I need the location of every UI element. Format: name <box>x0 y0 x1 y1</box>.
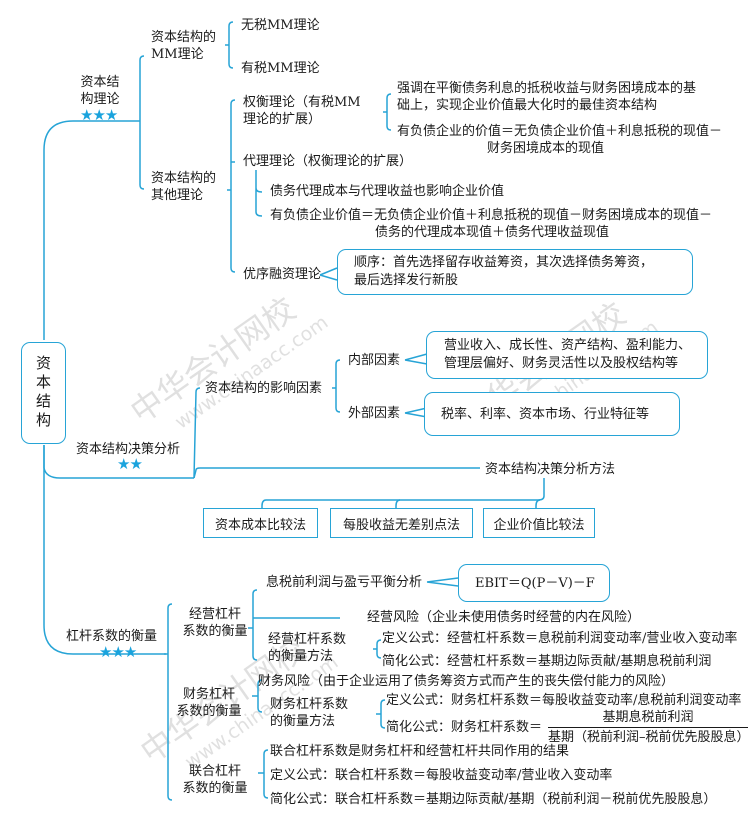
tradeoff-theory-node[interactable]: 权衡理论（有税MM 理论的扩展） <box>243 95 361 127</box>
operating-risk: 经营风险（企业未使用债务时经营的内在风险） <box>367 610 641 625</box>
mm-with-tax[interactable]: 有税MM理论 <box>241 61 320 76</box>
agency-theory-node[interactable]: 代理理论（权衡理论的扩展） <box>243 154 413 169</box>
financial-def-formula: 定义公式：财务杠杆系数＝每股收益变动率/息税前利润变动率 <box>386 693 742 708</box>
tradeoff-point-2: 有负债企业的价值＝无负债企业价值＋利息抵税的现值－ 财务困境成本的现值 <box>397 124 723 156</box>
external-factors-node[interactable]: 外部因素 <box>348 406 401 421</box>
operating-method-node[interactable]: 经营杠杆系数 的衡量方法 <box>268 632 347 664</box>
operating-simple-formula: 简化公式：经营杠杆系数＝基期边际贡献/基期息税前利润 <box>382 654 712 669</box>
theory-node[interactable]: 资本结 构理论 <box>80 75 120 107</box>
leverage-node[interactable]: 杠杆系数的衡量 <box>66 629 158 644</box>
financial-method-node[interactable]: 财务杠杆系数 的衡量方法 <box>270 697 349 729</box>
method-capital-cost[interactable]: 资本成本比较法 <box>203 508 318 538</box>
internal-factors-node[interactable]: 内部因素 <box>348 353 401 368</box>
star-rating-icon: ★★ <box>117 455 143 473</box>
pecking-order-node[interactable]: 优序融资理论 <box>243 267 322 282</box>
tradeoff-point-1: 强调在平衡债务利息的抵税收益与财务困境成本的基 础上，实现企业价值最大化时的最佳… <box>397 81 697 113</box>
operating-def-formula: 定义公式：经营杠杆系数＝息税前利润变动率/营业收入变动率 <box>382 631 738 646</box>
financial-simple-prefix: 简化公式：财务杠杆系数＝ <box>386 720 543 735</box>
combined-point-1: 联合杠杆系数是财务杠杆和经营杠杆共同作用的结果 <box>270 744 570 759</box>
factors-node[interactable]: 资本结构的影响因素 <box>205 381 323 396</box>
methods-node[interactable]: 资本结构决策分析方法 <box>485 462 616 477</box>
combined-def-formula: 定义公式：联合杠杆系数＝每股收益变动率/营业收入变动率 <box>270 768 613 783</box>
other-theories-node[interactable]: 资本结构的 其他理论 <box>151 171 217 203</box>
decision-node[interactable]: 资本结构决策分析 <box>76 442 181 457</box>
ebit-formula-box: EBIT＝Q(P－V)－F <box>458 564 610 602</box>
operating-leverage-node[interactable]: 经营杠杆 系数的衡量 <box>182 607 248 639</box>
mm-theory-node[interactable]: 资本结构的 MM理论 <box>151 30 217 62</box>
method-eps-indifference[interactable]: 每股收益无差别点法 <box>330 508 473 538</box>
star-rating-icon: ★★★ <box>80 106 118 124</box>
financial-leverage-node[interactable]: 财务杠杆 系数的衡量 <box>176 687 242 719</box>
combined-leverage-node[interactable]: 联合杠杆 系数的衡量 <box>182 764 248 796</box>
financial-risk: 财务风险（由于企业运用了债务筹资方式而产生的丧失偿付能力的风险） <box>258 674 675 689</box>
external-factors-box: 税率、利率、资本市场、行业特征等 <box>424 392 680 436</box>
mm-no-tax[interactable]: 无税MM理论 <box>241 18 320 33</box>
internal-factors-box: 营业收入、成长性、资产结构、盈利能力、 管理层偏好、财务灵活性以及股权结构等 <box>426 331 708 379</box>
root-label: 资本结构 <box>34 355 52 431</box>
star-rating-icon: ★★★ <box>99 643 137 661</box>
agency-point-2: 有负债企业价值＝无负债企业价值＋利息抵税的现值－财务困境成本的现值－ 债务的代理… <box>270 208 713 240</box>
method-firm-value[interactable]: 企业价值比较法 <box>483 508 595 538</box>
financial-simple-fraction: 基期息税前利润 基期（税前利润–税前优先股股息） <box>548 710 750 745</box>
ebit-analysis-node[interactable]: 息税前利润与盈亏平衡分析 <box>266 575 423 590</box>
root-node[interactable]: 资本结构 <box>21 342 66 444</box>
pecking-order-box: 顺序：首先选择留存收益筹资，其次选择债务筹资， 最后选择发行新股 <box>337 249 693 295</box>
combined-simple-formula: 简化公式：联合杠杆系数＝基期边际贡献/基期（税前利润－税前优先股股息） <box>270 792 717 807</box>
agency-point-1: 债务代理成本与代理收益也影响企业价值 <box>270 184 505 199</box>
